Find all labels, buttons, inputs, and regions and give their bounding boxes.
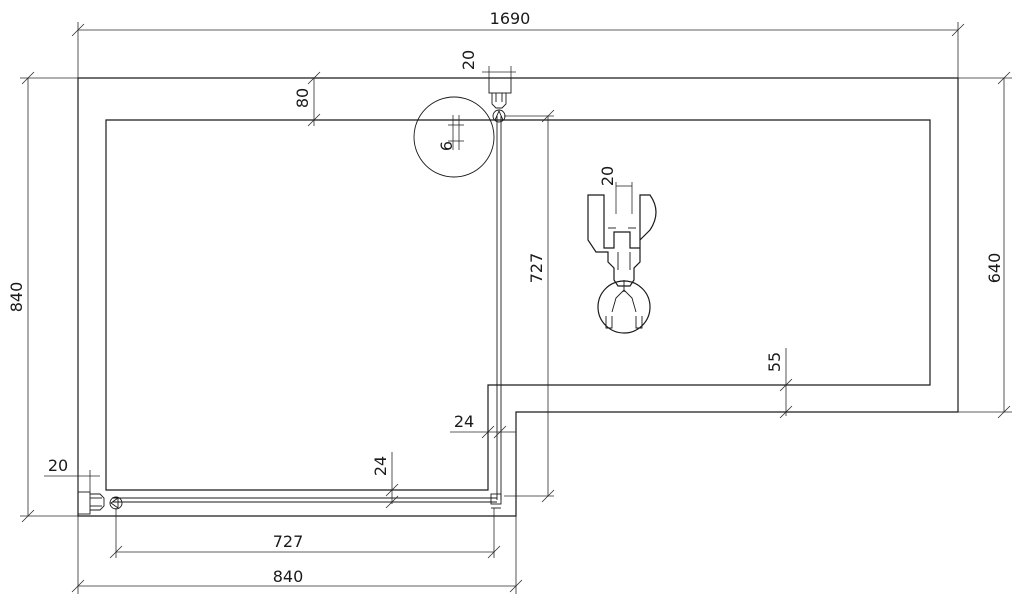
dim-total-width — [71, 22, 965, 78]
dim-total-depth-label: 840 — [7, 282, 26, 313]
dim-top-hinge-label: 20 — [459, 50, 478, 70]
dim-step-horizontal-label: 24 — [454, 412, 474, 431]
dim-top-hinge — [482, 66, 516, 78]
corner-joint — [490, 493, 502, 509]
dim-lower-rim-label: 55 — [765, 352, 784, 372]
dim-inner-depth-label: 727 — [527, 253, 546, 284]
dim-total-width-label: 1690 — [490, 9, 531, 28]
dim-step-horizontal — [450, 425, 516, 439]
glass-panel-horizontal — [112, 497, 497, 503]
profile-detail-drawing — [587, 182, 657, 334]
dim-inner-width — [109, 508, 501, 559]
dim-right-depth-label: 640 — [985, 253, 1004, 284]
dim-lower-rim — [779, 348, 793, 419]
tray-inner-outline — [105, 119, 931, 491]
dim-tray-rim — [307, 71, 321, 127]
dim-front-width-label: 840 — [273, 567, 304, 586]
dim-inner-width-label: 727 — [273, 532, 304, 551]
dim-tray-rim-label: 80 — [293, 88, 312, 108]
dim-right-depth — [958, 71, 1012, 419]
dim-glass-label: 6 — [437, 141, 456, 151]
dim-front-width — [71, 516, 523, 594]
dim-inner-depth — [504, 109, 555, 503]
top-hinge-profile — [488, 77, 512, 123]
bottom-left-hinge — [77, 491, 123, 515]
dim-total-depth — [20, 71, 78, 523]
dim-left-hinge — [44, 470, 100, 492]
glass-panel-vertical — [496, 116, 502, 500]
dim-left-hinge-label: 20 — [48, 456, 68, 475]
tray-outer-outline — [77, 77, 959, 517]
dim-step-vertical-label: 24 — [371, 456, 390, 476]
dim-profile-label: 20 — [598, 166, 617, 186]
glass-detail-callout — [413, 96, 495, 178]
dim-step-vertical — [385, 452, 399, 509]
